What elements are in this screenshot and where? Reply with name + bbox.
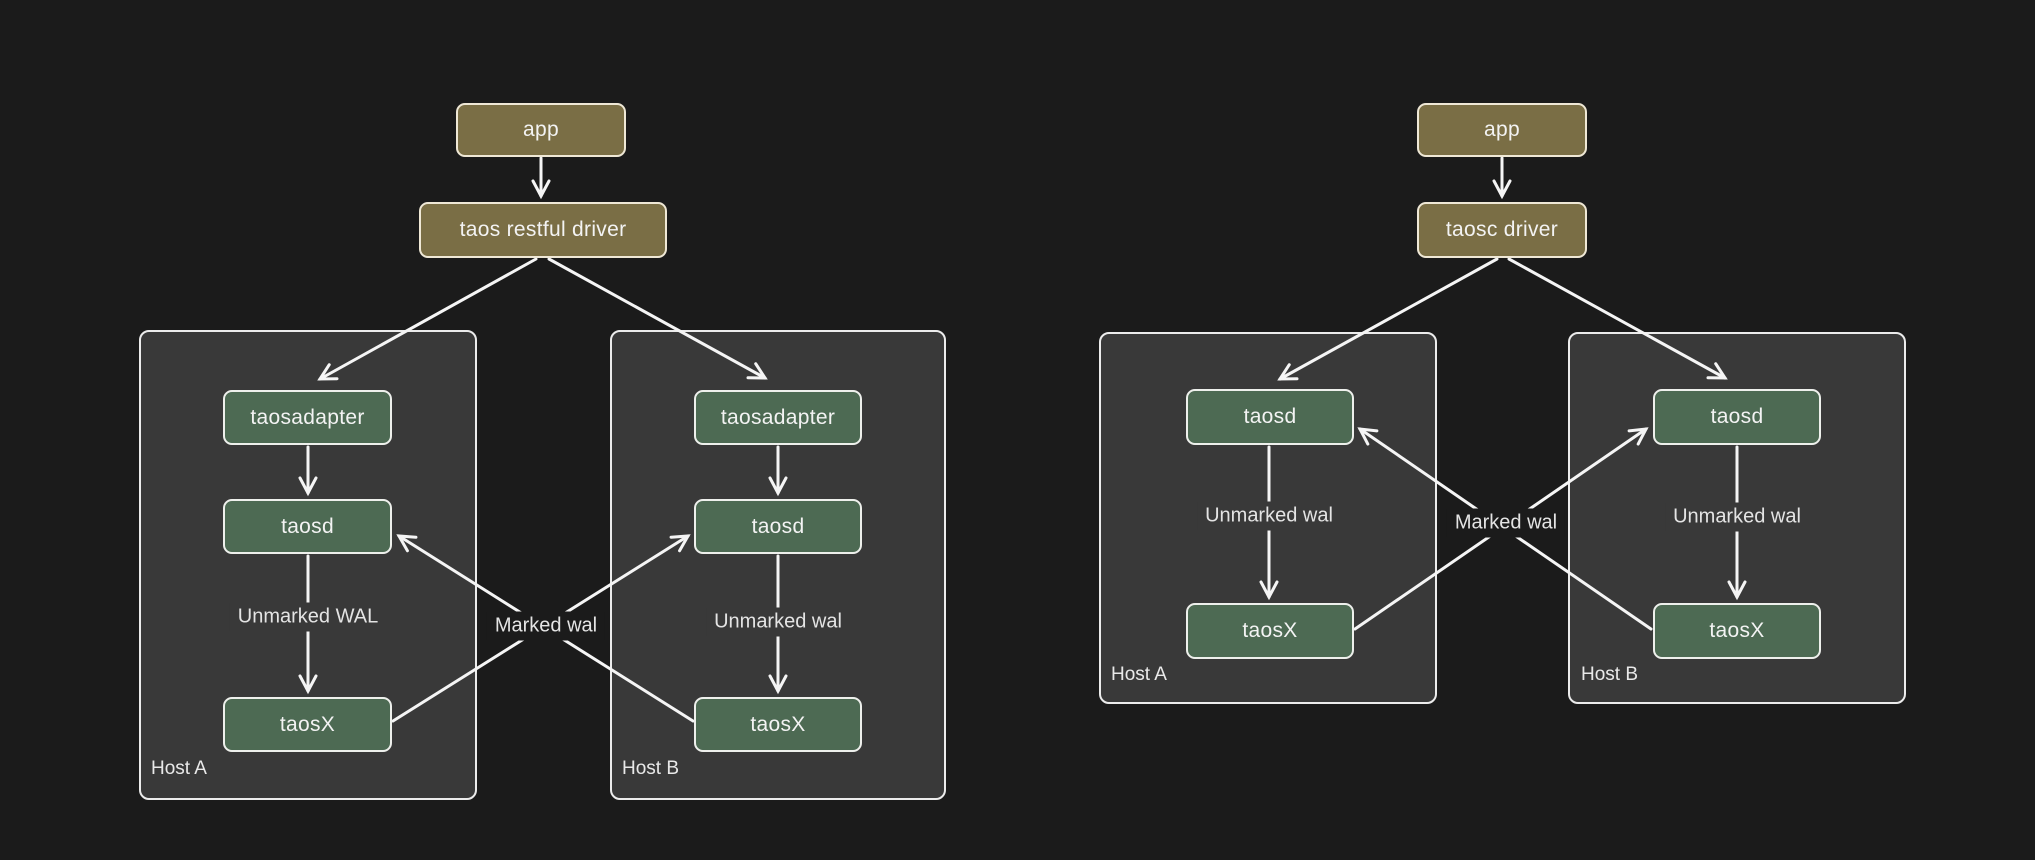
edge-label-unmarked-wal-a-left: Unmarked WAL	[229, 602, 387, 632]
left-host-a-label: Host A	[151, 758, 207, 779]
node-taosadapter-host-b: taosadapter	[694, 390, 862, 445]
node-taosx-host-b-right: taosX	[1653, 603, 1821, 659]
node-taosd-host-b-right: taosd	[1653, 389, 1821, 445]
node-app-right: app	[1417, 103, 1587, 157]
node-app-left: app	[456, 103, 626, 157]
node-taosd-host-a-left: taosd	[223, 499, 392, 554]
node-taosx-host-b-left: taosX	[694, 697, 862, 752]
left-host-b-label: Host B	[622, 758, 680, 779]
node-taos-restful-driver: taos restful driver	[419, 202, 667, 258]
node-taosd-host-b-left: taosd	[694, 499, 862, 554]
edge-label-unmarked-wal-b-left: Unmarked wal	[706, 607, 850, 637]
right-host-b-label: Host B	[1581, 664, 1639, 685]
edge-label-marked-wal-right: Marked wal	[1446, 508, 1566, 538]
node-taosc-driver: taosc driver	[1417, 202, 1587, 258]
edge-label-unmarked-wal-b-right: Unmarked wal	[1665, 502, 1809, 532]
right-host-a-label: Host A	[1111, 664, 1167, 685]
node-taosx-host-a-left: taosX	[223, 697, 392, 752]
edge-label-marked-wal-left: Marked wal	[486, 611, 606, 641]
edge-label-unmarked-wal-a-right: Unmarked wal	[1197, 501, 1341, 531]
node-taosx-host-a-right: taosX	[1186, 603, 1354, 659]
node-taosadapter-host-a: taosadapter	[223, 390, 392, 445]
node-taosd-host-a-right: taosd	[1186, 389, 1354, 445]
